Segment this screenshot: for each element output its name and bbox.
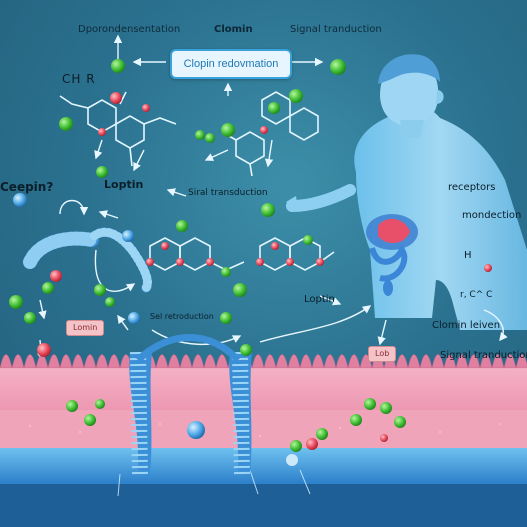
label-loptin-right: Loptin bbox=[304, 294, 335, 305]
label-receptors: receptors bbox=[448, 182, 496, 193]
label-formula: CH R bbox=[62, 72, 96, 86]
label-h-mark: H bbox=[464, 250, 472, 261]
molecule-icon bbox=[9, 59, 492, 452]
tag-lob: Lob bbox=[368, 346, 397, 362]
label-sel-retroduction: Sel retroduction bbox=[150, 312, 214, 321]
label-clomin: Clomin bbox=[214, 24, 253, 35]
person-figure-icon bbox=[286, 54, 527, 330]
label-ceepin: Ceepin? bbox=[0, 180, 54, 194]
molecule-icon bbox=[59, 91, 335, 271]
clopin-redovmation-box: Clopin redovmation bbox=[170, 49, 292, 79]
label-signal-tranduction-top: Signal tranduction bbox=[290, 24, 382, 35]
label-dporondensentation: Dporondensentation bbox=[78, 24, 181, 35]
cell-membrane-icon bbox=[0, 354, 527, 527]
tag-lomin: Lomin bbox=[66, 320, 105, 336]
pill-text: Clopin redovmation bbox=[183, 58, 279, 70]
label-siral-transduction: Siral transduction bbox=[188, 188, 268, 198]
label-mondection: mondection bbox=[462, 210, 522, 221]
helix-protein-icon bbox=[23, 227, 152, 293]
helix-protein-icon bbox=[129, 334, 298, 477]
label-signal-tranduction-bottom: Signal tranduction bbox=[440, 350, 527, 361]
label-formula2: r, C^ C bbox=[460, 290, 493, 300]
label-loptin-left: Loptin bbox=[104, 178, 144, 191]
label-clomin-leiven: Clomin leiven bbox=[432, 320, 501, 331]
